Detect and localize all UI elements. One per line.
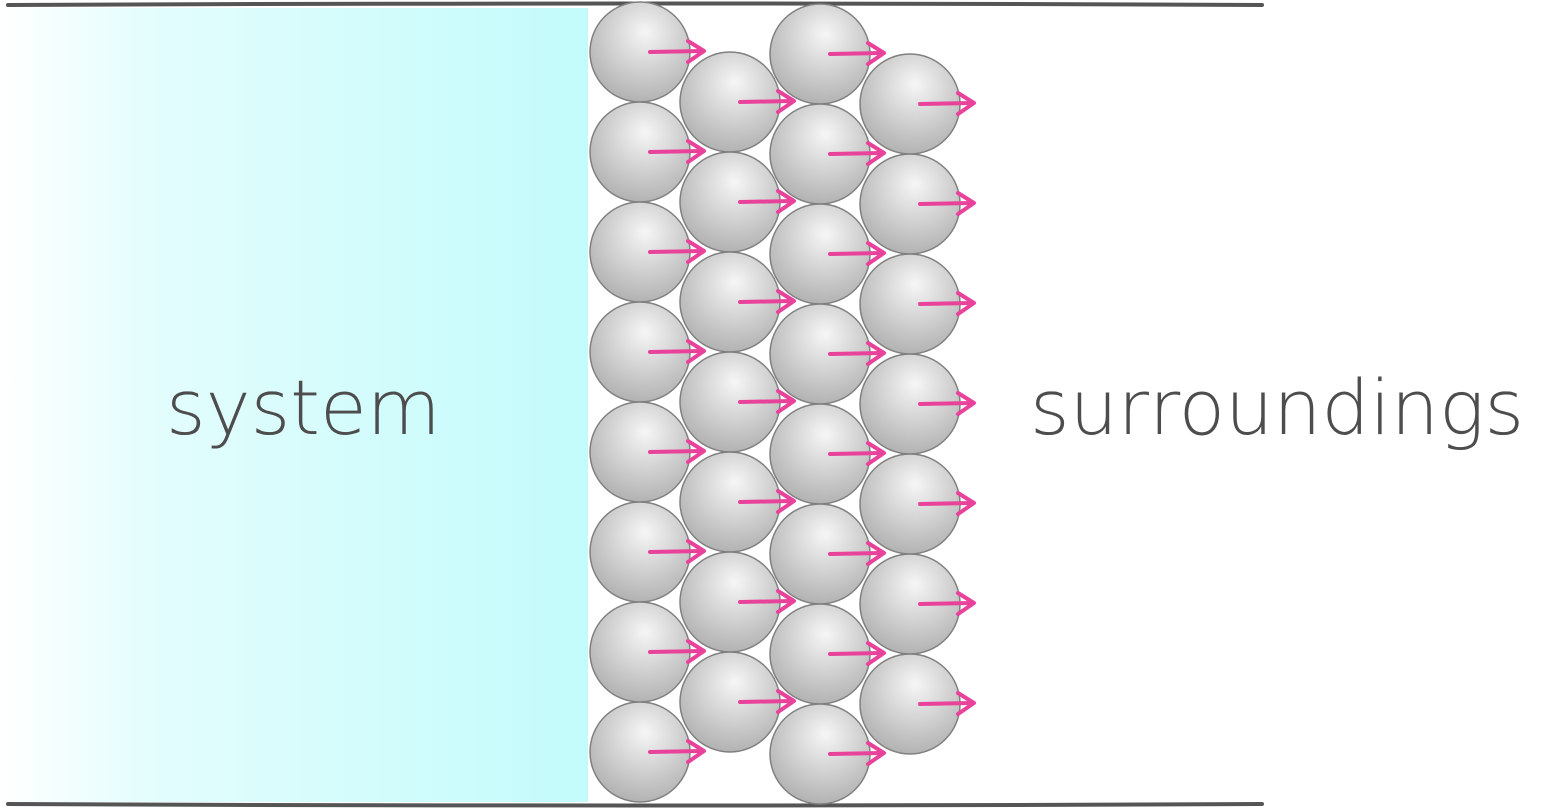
system-label: system [166, 363, 441, 452]
right-arrow-icon [738, 389, 796, 414]
right-arrow-icon [648, 239, 706, 264]
right-arrow-icon [738, 589, 796, 614]
right-arrow-icon [648, 39, 706, 64]
right-arrow-icon [648, 439, 706, 464]
particle-1-5 [589, 401, 706, 503]
surroundings-label: surroundings [1030, 363, 1525, 452]
right-arrow-icon [738, 189, 796, 214]
right-arrow-icon [828, 341, 886, 366]
right-arrow-icon [738, 89, 796, 114]
particle-4-3 [859, 253, 976, 355]
right-arrow-icon [918, 291, 976, 316]
particle-1-6 [589, 501, 706, 603]
particle-layer [589, 1, 976, 805]
right-arrow-icon [918, 691, 976, 716]
particle-2-7 [679, 651, 796, 753]
right-arrow-icon [828, 441, 886, 466]
particle-3-8 [769, 703, 886, 805]
right-arrow-icon [918, 591, 976, 616]
particle-2-4 [679, 351, 796, 453]
right-arrow-icon [828, 41, 886, 66]
right-arrow-icon [648, 539, 706, 564]
right-arrow-icon [648, 639, 706, 664]
particle-4-6 [859, 553, 976, 655]
system-region [0, 8, 588, 802]
right-arrow-icon [918, 91, 976, 116]
particle-4-5 [859, 453, 976, 555]
right-arrow-icon [828, 541, 886, 566]
particle-3-3 [769, 203, 886, 305]
bottom-wall-line [6, 802, 1264, 808]
particle-2-2 [679, 151, 796, 253]
right-arrow-icon [648, 139, 706, 164]
particle-2-5 [679, 451, 796, 553]
right-arrow-icon [738, 289, 796, 314]
particle-1-3 [589, 201, 706, 303]
particle-2-6 [679, 551, 796, 653]
right-arrow-icon [648, 339, 706, 364]
right-arrow-icon [918, 391, 976, 416]
right-arrow-icon [828, 141, 886, 166]
particle-4-4 [859, 353, 976, 455]
particle-4-2 [859, 153, 976, 255]
right-arrow-icon [828, 241, 886, 266]
right-arrow-icon [918, 191, 976, 216]
right-arrow-icon [918, 491, 976, 516]
particle-3-7 [769, 603, 886, 705]
particle-4-1 [859, 53, 976, 155]
particle-4-7 [859, 653, 976, 755]
right-arrow-icon [738, 489, 796, 514]
right-arrow-icon [648, 739, 706, 764]
particle-3-6 [769, 503, 886, 605]
right-arrow-icon [738, 689, 796, 714]
particle-3-2 [769, 103, 886, 205]
particle-1-8 [589, 701, 706, 803]
particle-2-3 [679, 251, 796, 353]
right-arrow-icon [828, 641, 886, 666]
right-arrow-icon [828, 741, 886, 766]
